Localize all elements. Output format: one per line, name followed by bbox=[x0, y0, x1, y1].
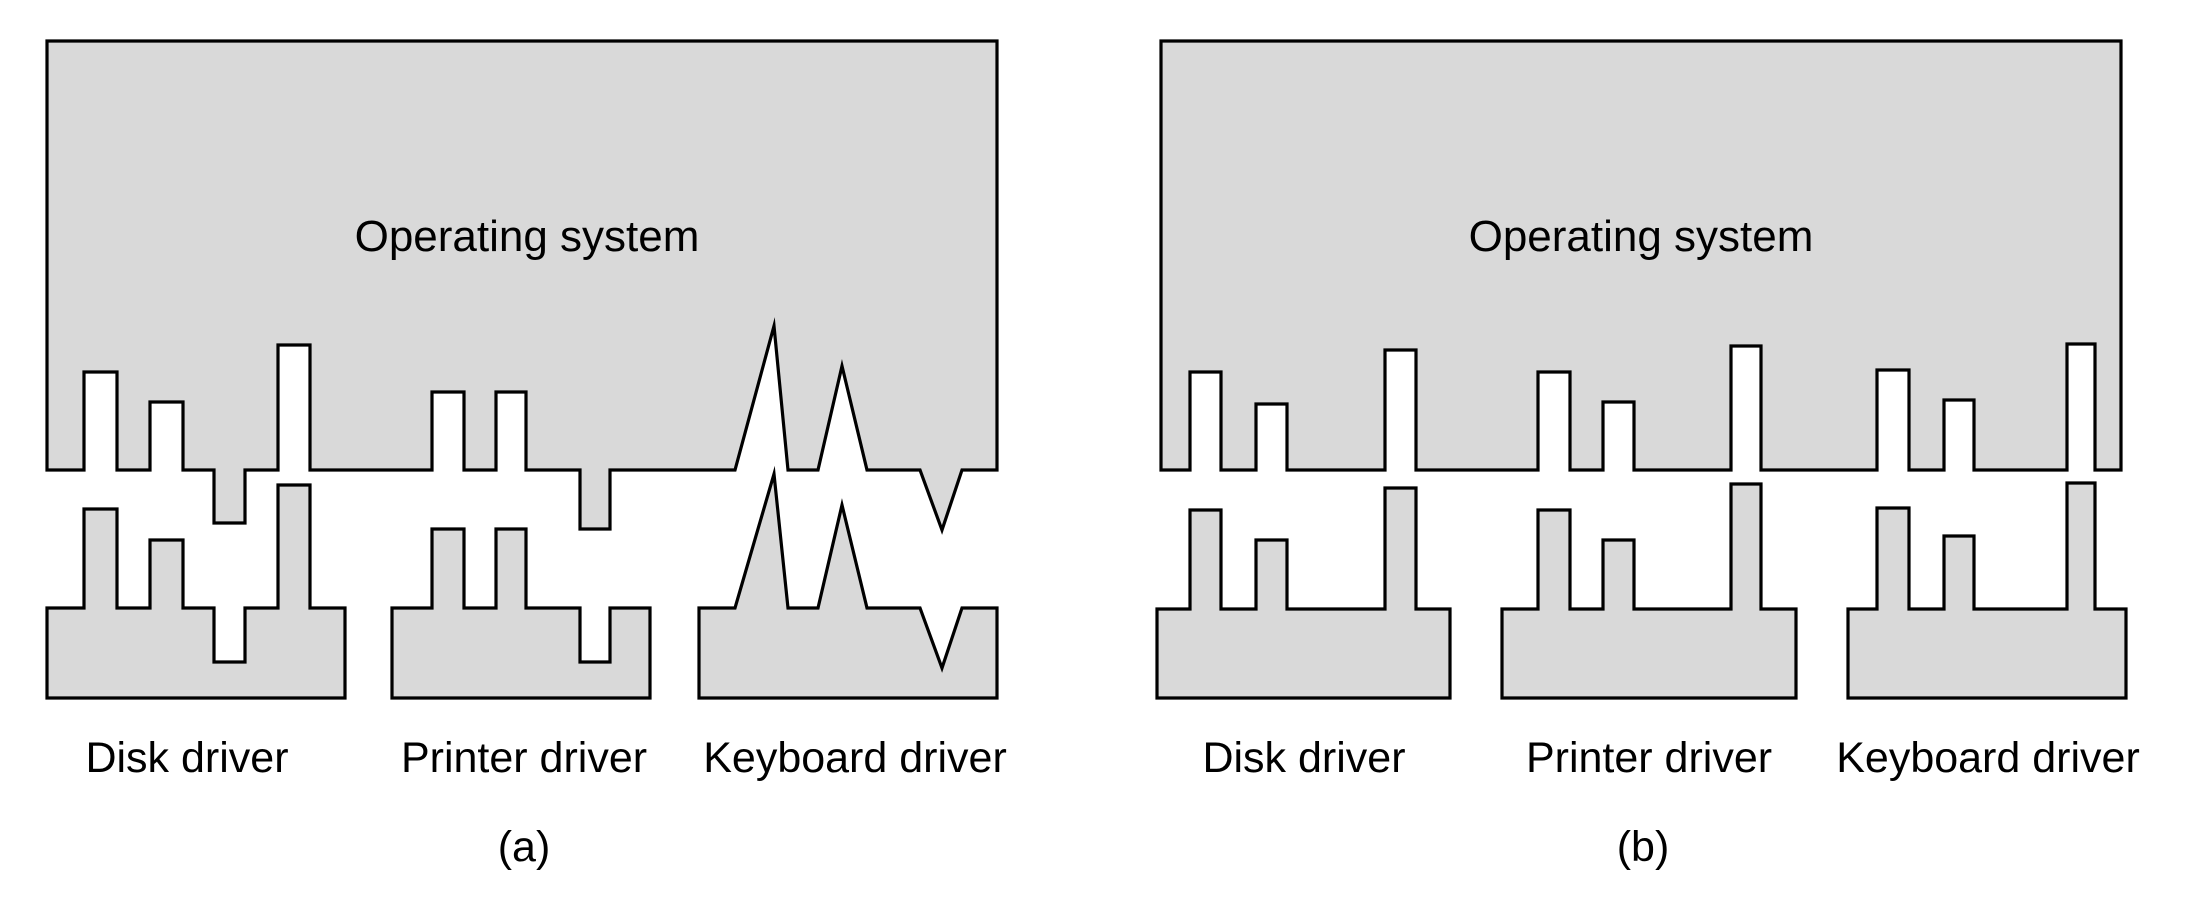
disk-driver-label-a: Disk driver bbox=[85, 734, 288, 782]
disk-driver-label-b: Disk driver bbox=[1202, 734, 1405, 782]
keyboard-driver-label-b: Keyboard driver bbox=[1836, 734, 2140, 782]
os-label-a: Operating system bbox=[355, 212, 700, 261]
printer-driver-label-a: Printer driver bbox=[401, 734, 647, 782]
disk-driver-block-a bbox=[45, 483, 347, 700]
panel-b: Operating system Disk driver Printer dri… bbox=[1155, 39, 2140, 871]
disk-driver-block-b bbox=[1155, 486, 1452, 700]
operating-system-block-b bbox=[1159, 39, 2123, 472]
keyboard-driver-block-a bbox=[697, 465, 999, 700]
caption-b: (b) bbox=[1617, 823, 1670, 871]
panel-a: Operating system Disk driver Printer dri… bbox=[45, 39, 1007, 871]
operating-system-block-a bbox=[45, 39, 999, 535]
caption-a: (a) bbox=[498, 823, 551, 871]
printer-driver-block-a bbox=[390, 527, 652, 700]
keyboard-driver-block-b bbox=[1846, 481, 2128, 700]
keyboard-driver-label-a: Keyboard driver bbox=[703, 734, 1007, 782]
os-label-b: Operating system bbox=[1469, 212, 1814, 261]
printer-driver-block-b bbox=[1500, 482, 1798, 700]
printer-driver-label-b: Printer driver bbox=[1526, 734, 1772, 782]
